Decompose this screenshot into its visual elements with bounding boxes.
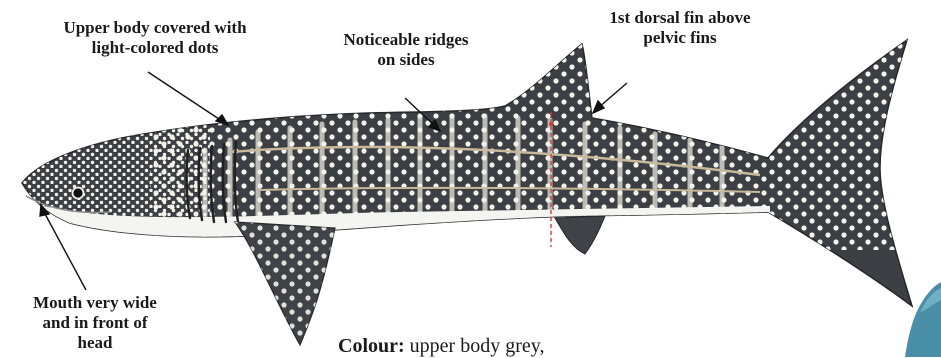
label-line: pelvic fins — [560, 28, 800, 48]
label-dorsal-fin: 1st dorsal fin above pelvic fins — [560, 8, 800, 48]
pelvic-fin — [555, 216, 605, 254]
colour-heading: Colour: — [338, 335, 405, 357]
label-line: Mouth very wide — [0, 293, 190, 313]
label-line: on sides — [296, 50, 516, 70]
shark-eye — [73, 188, 84, 199]
label-mouth: Mouth very wide and in front of head — [0, 293, 190, 353]
label-line: Upper body covered with — [10, 18, 300, 38]
arrow-icon — [598, 83, 627, 108]
label-ridges: Noticeable ridges on sides — [296, 30, 516, 70]
label-line: and in front of — [0, 313, 190, 333]
label-line: Noticeable ridges — [296, 30, 516, 50]
label-line: head — [0, 333, 190, 353]
label-line: light-colored dots — [10, 38, 300, 58]
label-line: 1st dorsal fin above — [560, 8, 800, 28]
arrow-icon — [148, 72, 222, 121]
label-upper-body: Upper body covered with light-colored do… — [10, 18, 300, 58]
colour-description: Colour: upper body grey, — [338, 334, 544, 358]
colour-text: upper body grey, — [410, 335, 545, 357]
